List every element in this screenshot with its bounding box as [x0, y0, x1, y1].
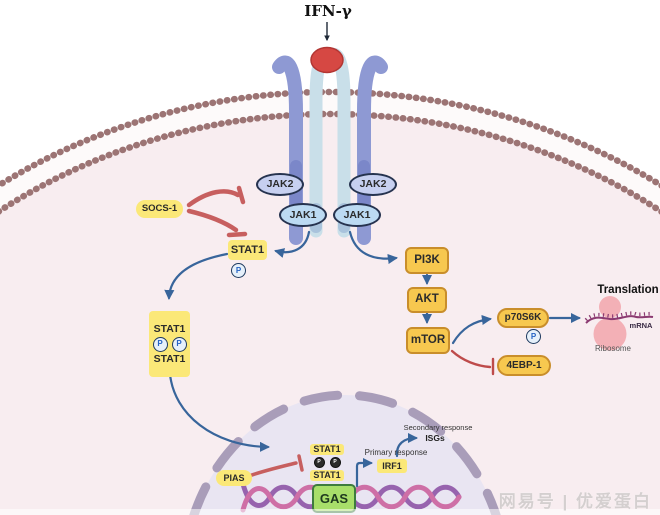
- inhibit-socs1-stat1: [186, 208, 239, 233]
- secondary-response-label: Secondary response: [403, 422, 473, 432]
- ifn-gamma-ligand: [310, 46, 344, 74]
- inhibit-socs1-stat1-bar: [226, 231, 248, 238]
- jak2-left-label: JAK2: [256, 173, 304, 196]
- phospho-p-dimer-left: P: [152, 336, 168, 352]
- arrow-jak1-to-stat1: [274, 230, 311, 258]
- jak1-right-label: JAK1: [333, 203, 381, 227]
- ribosome-label: Ribosome: [594, 344, 631, 353]
- mrna-label: mRNA: [629, 320, 653, 330]
- arrow-mtor-to-p70s6k: [451, 314, 493, 345]
- inhibit-mtor-4ebp1: [450, 349, 492, 369]
- mrna-ticks: [584, 311, 654, 322]
- arrow-jak1-to-pi3k: [348, 230, 399, 265]
- primary-response-label: Primary response: [364, 447, 428, 457]
- ifn-gamma-label: IFN-γ: [304, 1, 352, 20]
- bottom-edge-strip: [0, 509, 660, 515]
- nuclear-stat1-bottom: STAT1: [310, 469, 344, 481]
- ribosome-large-subunit: [593, 317, 627, 351]
- phospho-p-p70s6k: P: [526, 329, 541, 344]
- arrow-irf1-to-isgs: [395, 432, 419, 458]
- stat1-dimer-phosphos: P P: [152, 336, 187, 352]
- inhibit-socs1-jak2: [186, 189, 241, 208]
- ribosome-small-subunit: [599, 296, 621, 318]
- pias-label: PIAS: [216, 470, 252, 486]
- stat1-label: STAT1: [228, 240, 267, 260]
- arrow-dimer-to-nucleus: [168, 372, 271, 452]
- phospho-p-nuclear-left: P: [313, 456, 325, 468]
- inhibit-pias-stat1: [247, 461, 298, 478]
- phospho-p-dimer-right: P: [171, 336, 187, 352]
- phospho-p-nuclear-right: P: [329, 456, 341, 468]
- jak1-left-label: JAK1: [279, 203, 327, 227]
- akt-box: AKT: [407, 287, 447, 313]
- nuclear-stat1-top: STAT1: [310, 443, 344, 455]
- mtor-box: mTOR: [406, 327, 450, 354]
- nuclear-phosphos: P P: [313, 456, 341, 468]
- membrane-lipid-tails: [0, 94, 660, 208]
- stat1-dimer-top: STAT1: [153, 323, 186, 335]
- phospho-p-stat1: P: [231, 263, 246, 278]
- inhibit-socs1-jak2-bar: [236, 185, 246, 205]
- irf1-label: IRF1: [377, 459, 407, 473]
- membrane-outer-leaflet: [0, 88, 660, 189]
- p70s6k-pill: p70S6K: [497, 308, 549, 328]
- stat1-dimer-nucleus: STAT1 P P STAT1: [308, 441, 346, 483]
- receptor-chain-outer-right: [357, 55, 388, 245]
- arrow-stat1-to-dimer: [164, 252, 229, 301]
- jak2-right-label: JAK2: [349, 173, 397, 196]
- watermark: 网易号 | 优爱蛋白: [498, 492, 652, 511]
- 4ebp1-pill: 4EBP-1: [497, 355, 551, 376]
- receptor-chain-outer-left: [272, 55, 303, 245]
- gas-box: GAS: [312, 484, 356, 513]
- socs1-label: SOCS-1: [136, 200, 183, 218]
- mrna-strand: [585, 315, 654, 324]
- stat1-dimer-bottom: STAT1: [153, 352, 186, 365]
- inhibit-pias-stat1-bar: [297, 454, 304, 472]
- arrow-gas-to-irf1: [355, 457, 374, 488]
- stat1-dimer-cytoplasm: STAT1 P P STAT1: [149, 311, 190, 377]
- pi3k-box: PI3K: [405, 247, 449, 274]
- isgs-label: ISGs: [425, 432, 445, 443]
- translation-title: Translation: [597, 284, 659, 297]
- membrane-inner-leaflet: [0, 110, 660, 215]
